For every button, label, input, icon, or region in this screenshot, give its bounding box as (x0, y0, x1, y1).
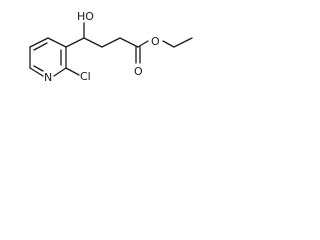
bond-ring-c3-c4 (47, 37, 67, 48)
bond-carbonyl-ester-o (137, 40, 149, 48)
atom-carbonyl-oxygen-label: O (134, 65, 143, 78)
bond-c2-cl (65, 67, 80, 76)
bond-ch2a-ch2b (101, 37, 121, 48)
atom-ester-oxygen-label: O (151, 35, 160, 48)
bond-ethyl-ch2-ch3 (173, 37, 193, 48)
structure-diagram: HO O O N Cl (0, 0, 246, 112)
bond-ring-c4-c5-inner (33, 42, 48, 51)
atom-chlorine-label: Cl (80, 70, 91, 83)
bond-ch2b-carbonyl (119, 37, 139, 48)
bond-ring-c6-n-inner (33, 65, 44, 72)
bond-ring-n-c2 (53, 67, 67, 77)
bond-c3-choh (65, 37, 85, 48)
bond-ring-c4-c5 (29, 37, 49, 48)
atom-ring-nitrogen-label: N (44, 71, 52, 84)
molecule-drawing: HO O O N Cl (29, 10, 193, 84)
bond-ester-o-ch2 (162, 40, 175, 48)
atom-hydroxyl-label: HO (77, 10, 94, 23)
bond-ring-c6-n (29, 67, 44, 77)
bond-choh-ch2a (83, 37, 103, 48)
